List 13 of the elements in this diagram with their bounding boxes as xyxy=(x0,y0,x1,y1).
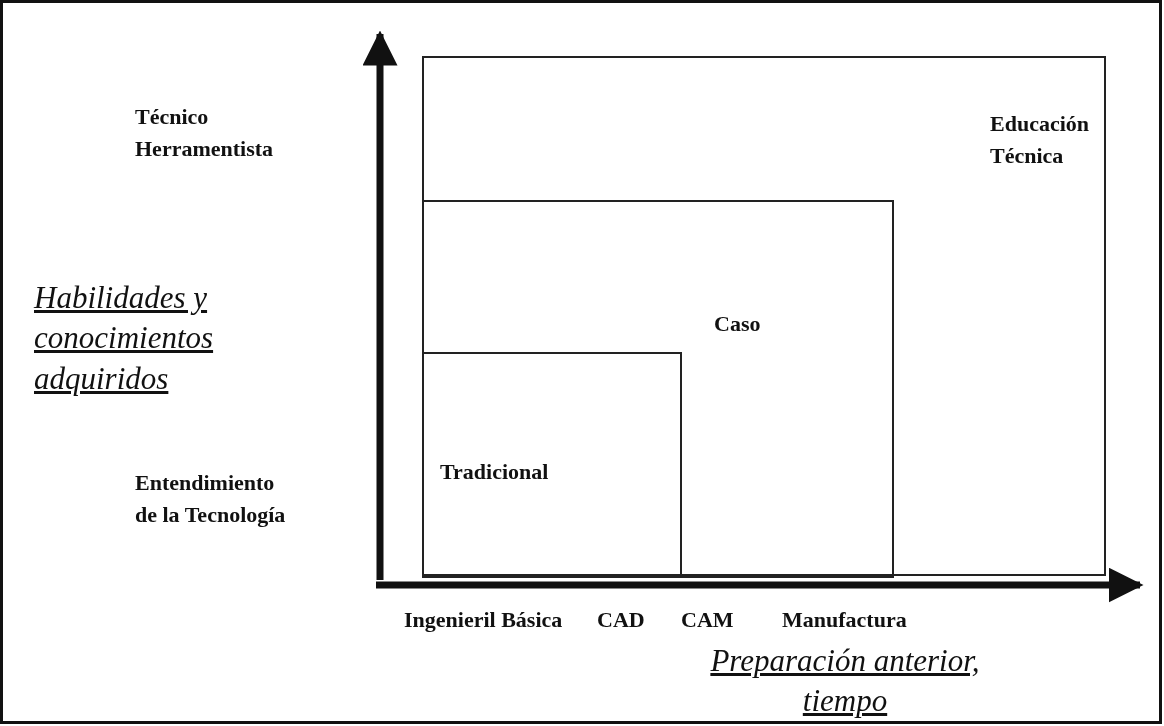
y-level-label: Técnico Herramentista xyxy=(135,103,275,163)
x-tick-label: CAM xyxy=(681,606,735,634)
axis-title: Preparación anterior, tiempo xyxy=(710,642,980,721)
region-label: Caso xyxy=(714,310,762,338)
axis-title: Habilidades y conocimientos adquiridos xyxy=(34,279,215,398)
region-box xyxy=(422,56,1106,576)
region-label: Educación Técnica xyxy=(990,110,1091,170)
y-level-label: Entendimiento de la Tecnología xyxy=(135,469,287,529)
region-label: Tradicional xyxy=(440,458,550,486)
x-tick-label: Ingenieril Básica xyxy=(404,606,564,634)
region-box xyxy=(422,200,894,578)
x-tick-label: CAD xyxy=(597,606,646,634)
x-tick-label: Manufactura xyxy=(782,606,908,634)
